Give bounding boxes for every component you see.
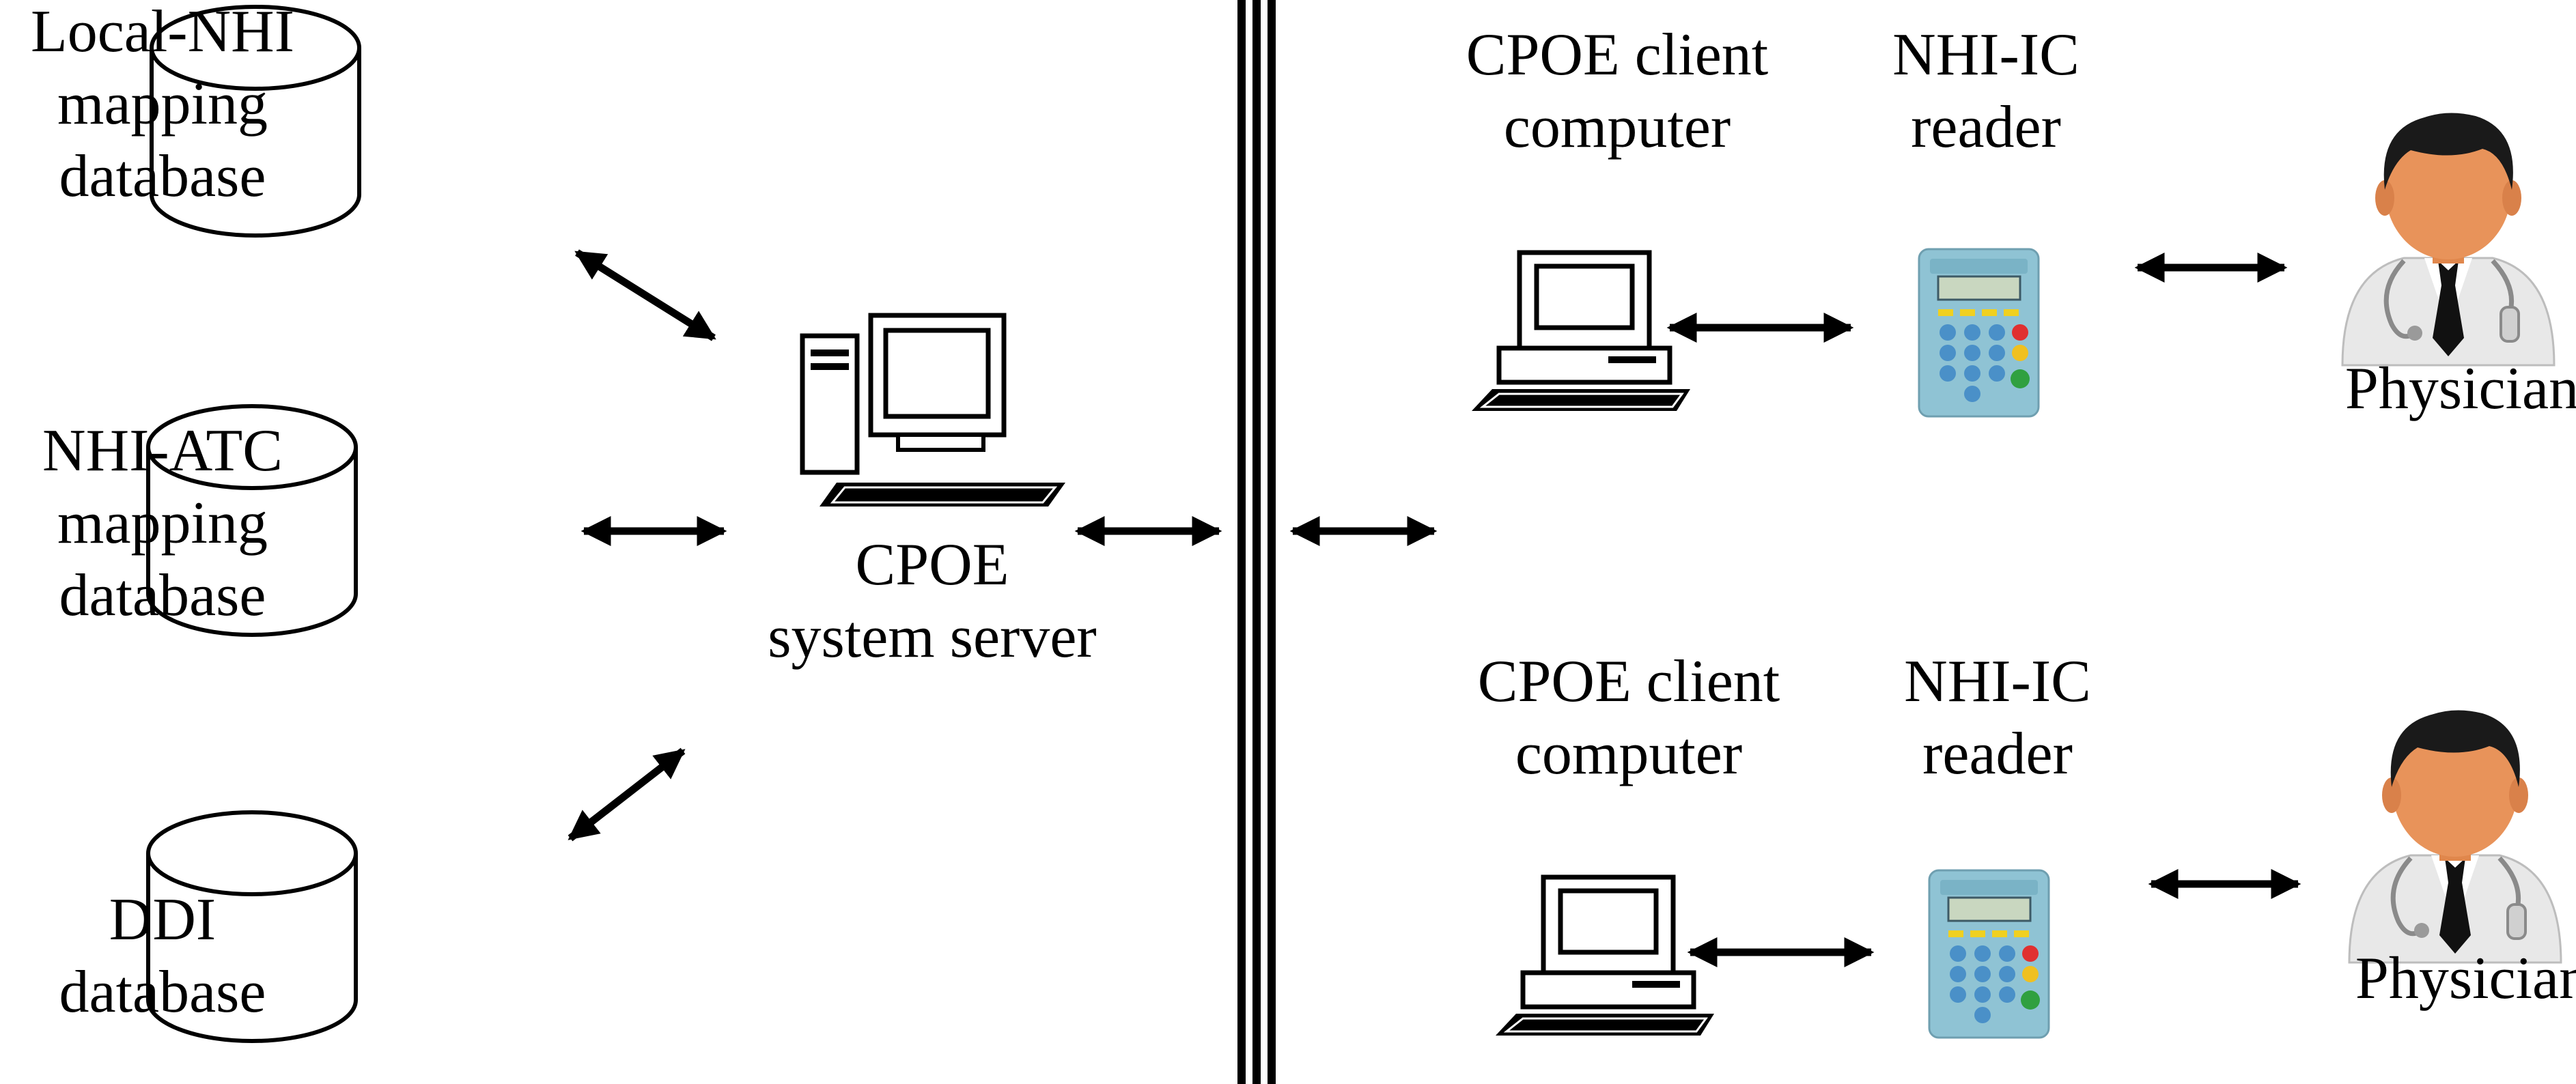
cpoe-server-computer-icon: [802, 315, 1065, 507]
cpoe-client-computer-icon-2: [1496, 877, 1714, 1036]
network-separator: [1237, 0, 1276, 1084]
arrow-ddi-server: [568, 747, 686, 842]
ddi-database-label: DDI database: [59, 887, 266, 1025]
physician-icon-2: [2349, 710, 2561, 962]
cpoe-client-computer-icon-1: [1472, 253, 1690, 411]
nhi-ic-reader-label-1: NHI-IC reader: [1892, 22, 2080, 160]
local-nhi-database-label: Local-NHI mapping database: [30, 0, 295, 210]
nhi-ic-reader-label-2: NHI-IC reader: [1904, 648, 2091, 787]
physician-label-1: Physician: [2344, 356, 2576, 422]
nhi-ic-reader-icon-1: [1918, 248, 2040, 418]
cpoe-client-computer-label-1: CPOE client computer: [1466, 22, 1769, 160]
nhi-ic-reader-icon-2: [1928, 869, 2050, 1039]
physician-icon-1: [2342, 113, 2554, 365]
cpoe-server-label: CPOE system server: [768, 532, 1097, 670]
physician-label-2: Physician: [2355, 945, 2576, 1012]
arrow-local-nhi-server: [574, 249, 716, 341]
nhi-atc-database-label: NHI-ATC mapping database: [42, 418, 283, 629]
cpoe-client-computer-label-2: CPOE client computer: [1477, 648, 1780, 787]
